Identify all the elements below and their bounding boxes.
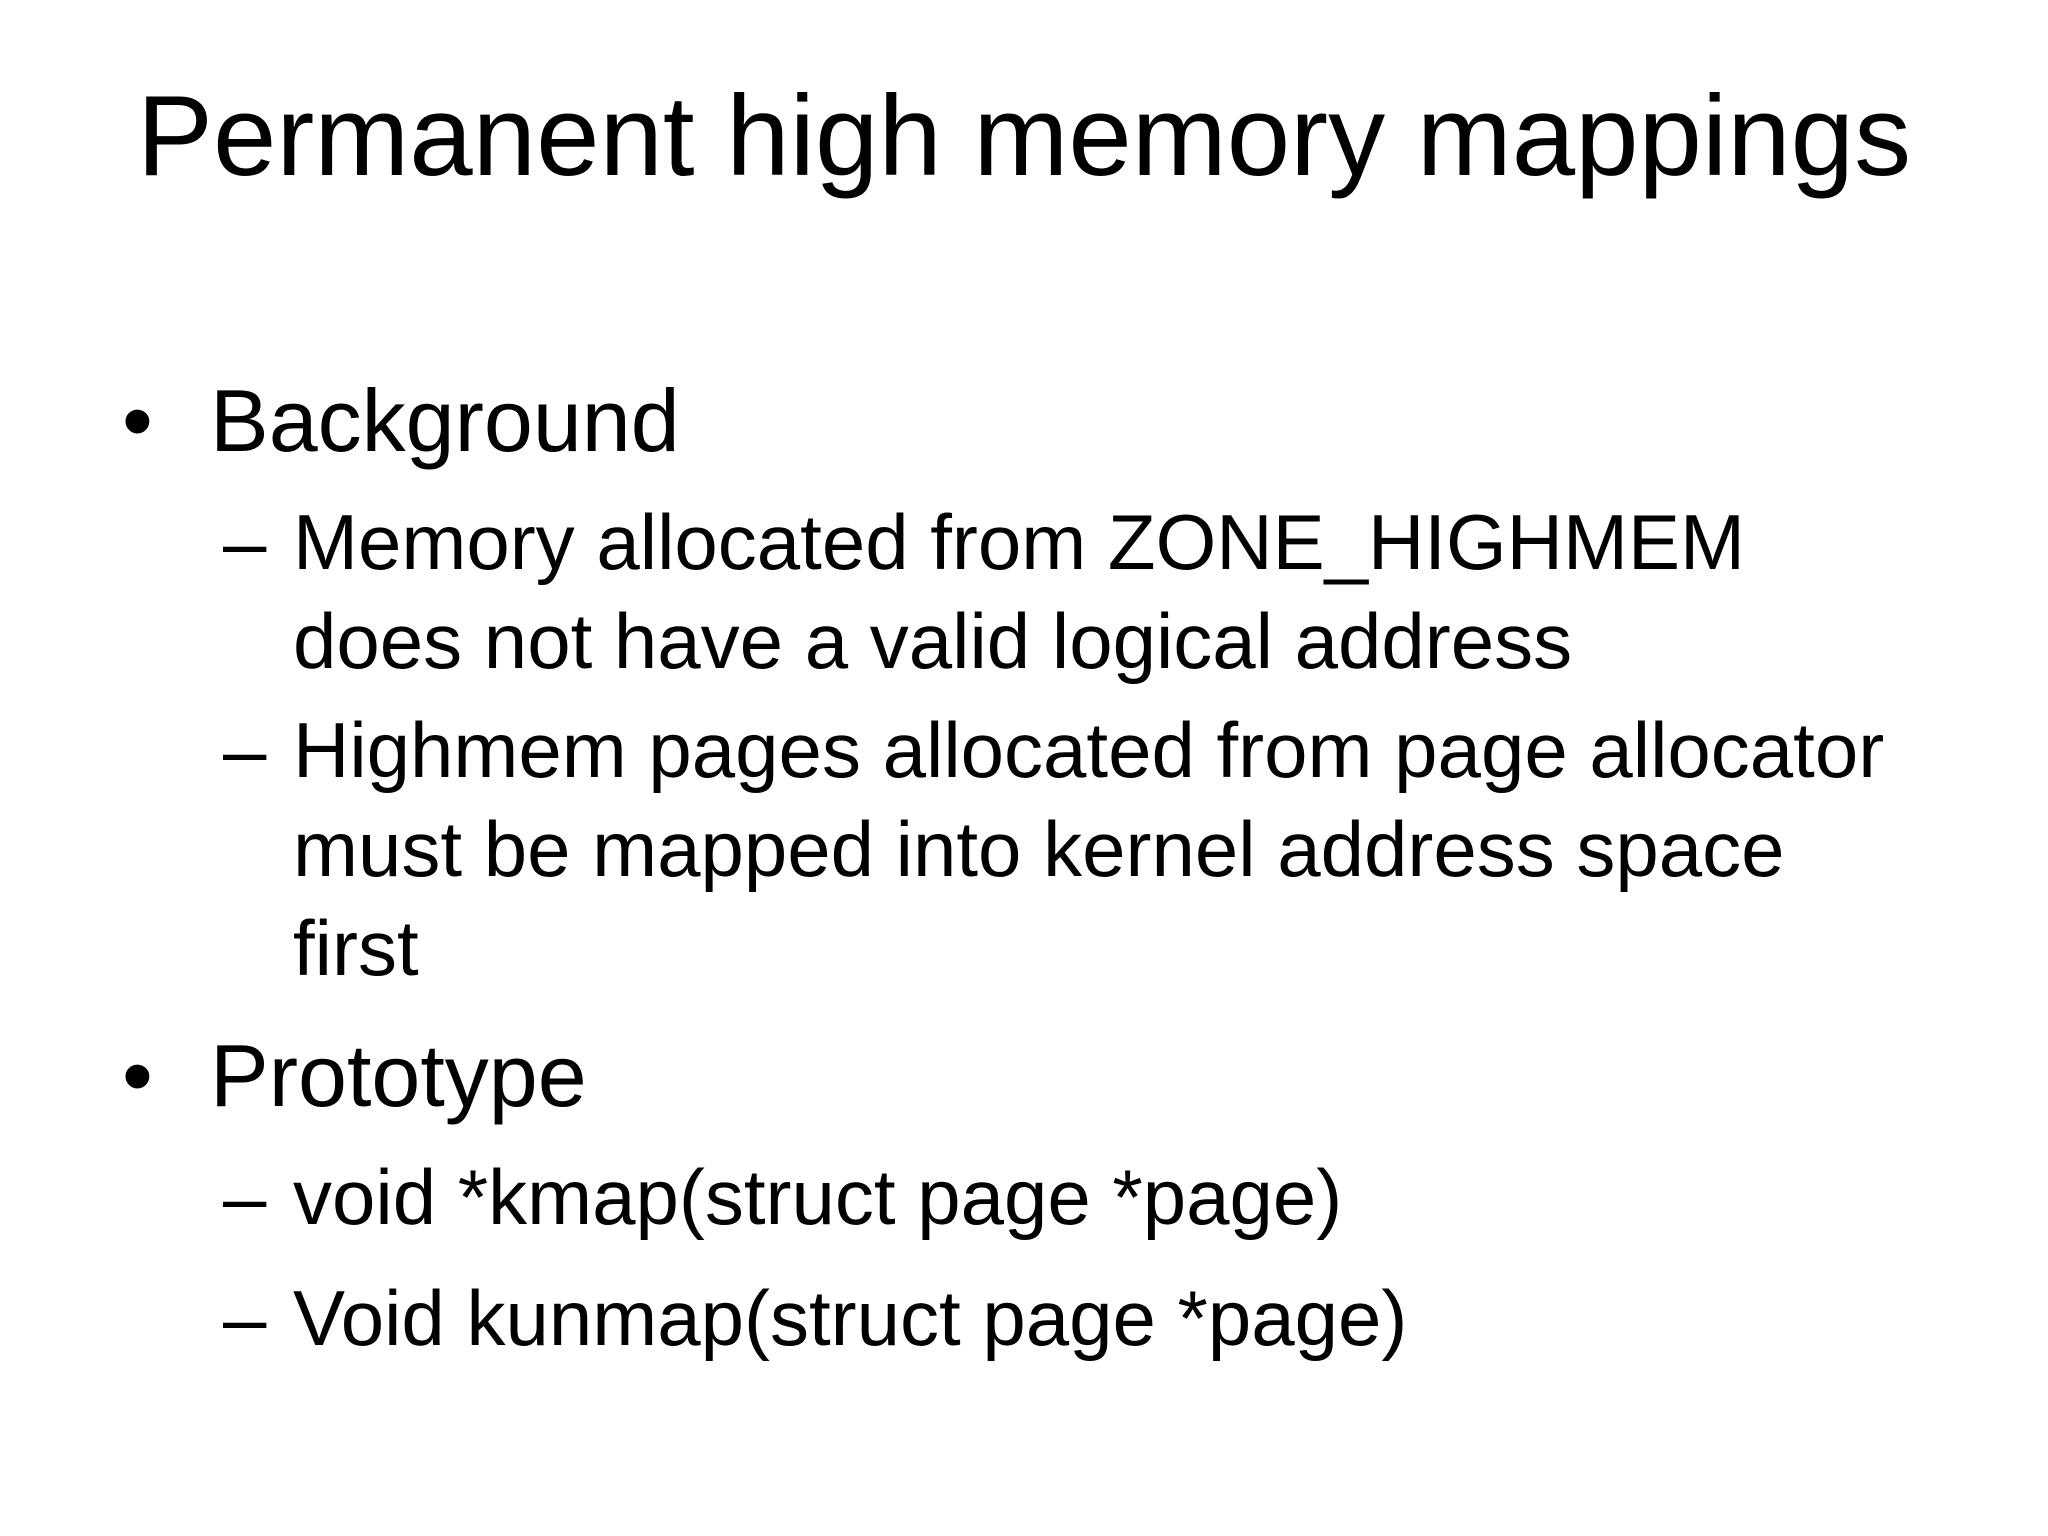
sub-bullet-item: – Void kunmap(struct page *page) <box>223 1269 2018 1368</box>
bullet-list: • Background – Memory allocated from ZON… <box>0 364 2048 1368</box>
sub-bullet-text: Highmem pages allocated from page alloca… <box>293 706 1885 993</box>
dash-icon: – <box>223 498 267 587</box>
sub-bullet-text: void *kmap(struct page *page) <box>293 1152 1343 1241</box>
sub-bullet-item: – void *kmap(struct page *page) <box>223 1148 2018 1247</box>
bullet-icon: • <box>122 1025 153 1125</box>
dash-icon: – <box>223 1273 267 1362</box>
sub-bullet-text: Void kunmap(struct page *page) <box>293 1273 1408 1362</box>
slide-title: Permanent high memory mappings <box>136 73 1912 200</box>
bullet-label: Background <box>210 370 680 470</box>
sub-bullet-item: – Highmem pages allocated from page allo… <box>223 701 2018 998</box>
bullet-item-background: • Background <box>122 364 2018 478</box>
bullet-icon: • <box>122 370 153 470</box>
dash-icon: – <box>223 706 267 795</box>
sub-bullet-item: – Memory allocated from ZONE_HIGHMEM doe… <box>223 493 2018 691</box>
bullet-item-prototype: • Prototype <box>122 1019 2018 1133</box>
sub-bullet-text: Memory allocated from ZONE_HIGHMEM does … <box>293 498 1745 686</box>
dash-icon: – <box>223 1152 267 1241</box>
bullet-label: Prototype <box>210 1025 587 1125</box>
